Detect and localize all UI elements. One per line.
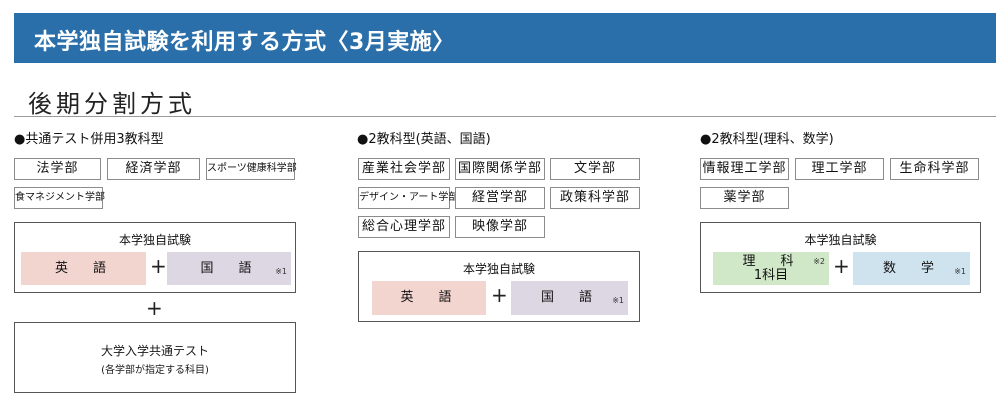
faculty-chip-image-arts: 映像学部 — [455, 216, 545, 238]
footnote-marker: ※2 — [813, 257, 825, 266]
exam-panel-english-japanese: 本学独自試験 英 語 + 国 語 ※1 — [358, 251, 640, 322]
footnote-marker: ※1 — [612, 296, 624, 305]
faculty-chip-policy-science: 政策科学部 — [550, 187, 640, 209]
faculty-chip-law: 法学部 — [14, 158, 101, 180]
subject-label: 理 科 — [742, 254, 800, 269]
plus-sign: + — [833, 254, 850, 278]
subject-japanese: 国 語 ※1 — [511, 281, 628, 315]
exam-panel-science-math: 本学独自試験 理 科 1科目 ※2 + 数 学 ※1 — [700, 222, 981, 293]
footnote-marker: ※1 — [954, 267, 966, 276]
column-heading-science-math: ●2教科型(理科、数学) — [700, 132, 834, 147]
section-title: 後期分割方式 — [28, 90, 196, 118]
subject-label: 国 語 — [540, 290, 598, 305]
subject-math: 数 学 ※1 — [853, 252, 970, 285]
faculty-chip-letters: 文学部 — [550, 158, 640, 180]
column-heading-english-japanese: ●2教科型(英語、国語) — [357, 132, 491, 147]
exam-panel-title: 本学独自試験 — [804, 233, 877, 247]
faculty-chip-sports-health: スポーツ健康科学部 — [206, 158, 297, 180]
subject-science: 理 科 1科目 ※2 — [713, 252, 829, 285]
subject-label: 英 語 — [54, 261, 112, 276]
header-banner: 本学独自試験を利用する方式〈3月実施〉 — [14, 13, 996, 63]
faculty-chip-pharmacy: 薬学部 — [700, 187, 789, 209]
faculty-chip-science-engineering: 理工学部 — [795, 158, 884, 180]
footnote-marker: ※1 — [275, 267, 287, 276]
faculty-chip-life-sciences: 生命科学部 — [890, 158, 979, 180]
faculty-chip-economics: 経済学部 — [107, 158, 200, 180]
faculty-chip-information-science: 情報理工学部 — [700, 158, 789, 180]
section-divider — [14, 116, 996, 117]
common-test-panel: 大学入学共通テスト (各学部が指定する科目) — [14, 322, 296, 393]
column-heading-3subject: ●共通テスト併用3教科型 — [14, 132, 164, 147]
subject-label: 数 学 — [882, 261, 940, 276]
plus-sign: + — [150, 254, 167, 278]
subject-sublabel: 1科目 — [753, 268, 789, 283]
subject-japanese: 国 語 ※1 — [167, 252, 291, 285]
faculty-chip-design-art: デザイン・アート学部 — [358, 187, 458, 209]
faculty-chip-business: 経営学部 — [455, 187, 545, 209]
faculty-chip-psychology: 総合心理学部 — [358, 216, 450, 238]
plus-sign: + — [491, 283, 508, 307]
banner-title: 本学独自試験を利用する方式〈3月実施〉 — [34, 30, 455, 55]
subject-label: 国 語 — [200, 261, 258, 276]
subject-english: 英 語 — [372, 281, 486, 315]
exam-panel-title: 本学独自試験 — [118, 233, 191, 247]
subject-label: 英 語 — [400, 290, 458, 305]
faculty-chip-food-management: 食マネジメント学部 — [14, 187, 105, 209]
faculty-chip-social-sciences: 産業社会学部 — [358, 158, 450, 180]
exam-panel-title: 本学独自試験 — [462, 262, 535, 276]
common-test-note: (各学部が指定する科目) — [101, 365, 209, 376]
plus-sign-outer: + — [146, 296, 163, 320]
common-test-title: 大学入学共通テスト — [100, 344, 209, 358]
exam-panel-3subject: 本学独自試験 英 語 + 国 語 ※1 — [14, 222, 296, 293]
subject-english: 英 語 — [21, 252, 146, 285]
faculty-chip-international-relations: 国際関係学部 — [455, 158, 545, 180]
